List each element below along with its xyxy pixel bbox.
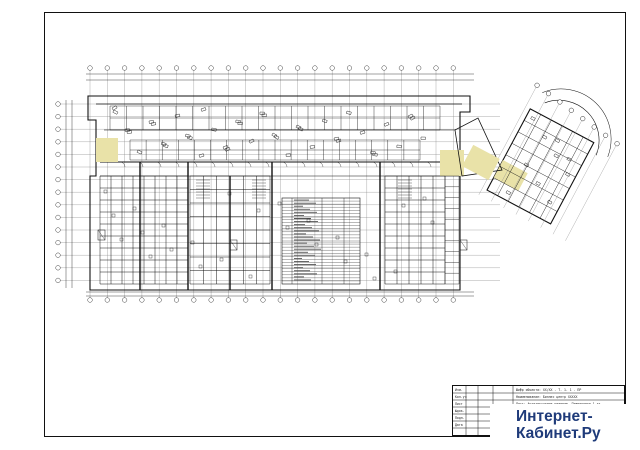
project-name: Наименование: Бизнес центр ХХХХХ [516, 395, 578, 399]
watermark-line-1: Интернет- [516, 408, 593, 425]
title-block-row: Кол.уч [455, 395, 467, 399]
axis-bubbles [55, 65, 456, 303]
title-block-row: Подп. [455, 416, 465, 420]
title-block-row: Изм. [455, 388, 463, 392]
title-block-row: Дата [455, 423, 463, 427]
drawing-sheet [44, 12, 626, 437]
watermark-line-2: Кабинет.Ру [516, 425, 601, 442]
project-code: Шифр объекта: ХХ/ХХ - Т- 1. 1 - ПР [516, 388, 582, 392]
rotated-wing [454, 82, 620, 241]
watermark-logo: Интернет- Кабинет.Ру [490, 404, 640, 446]
title-block-row: №док. [455, 409, 465, 413]
floor-plan [87, 95, 471, 291]
axis-grid [60, 70, 500, 300]
title-block-row: Лист [455, 402, 463, 406]
